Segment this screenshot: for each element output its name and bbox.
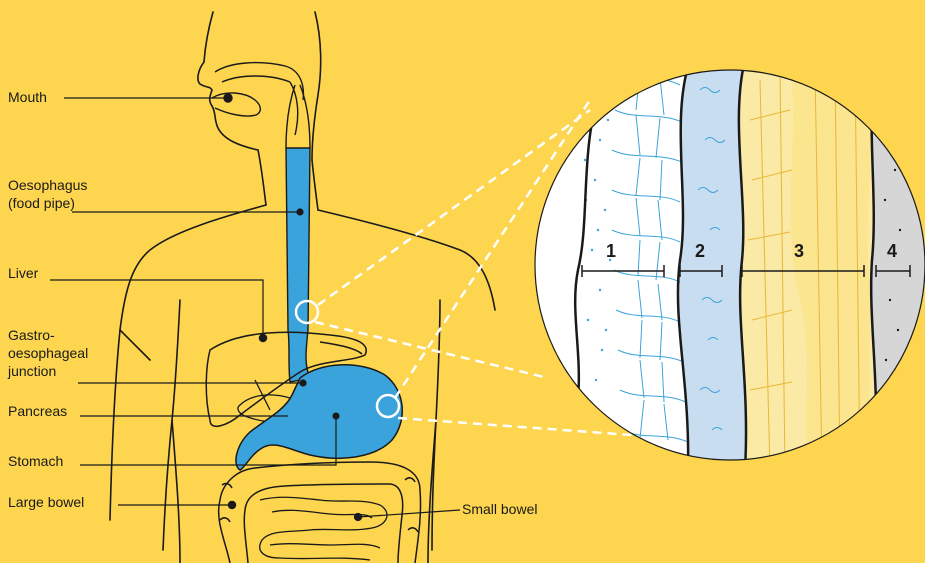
layer-number-1: 1 [606,241,616,262]
label-gastro-oesophageal-junction: Gastro- oesophageal junction [8,326,88,380]
layer-number-3: 3 [794,241,804,262]
layer-number-2: 2 [695,241,705,262]
label-stomach: Stomach [8,452,63,470]
label-large-bowel: Large bowel [8,493,84,511]
label-oesophagus: Oesophagus (food pipe) [8,176,87,212]
small-bowel [260,497,387,560]
stomach [236,365,402,470]
label-small-bowel: Small bowel [462,500,537,518]
label-liver: Liver [8,264,38,282]
tissue-layers-zoom [520,60,925,480]
label-pancreas: Pancreas [8,402,67,420]
oesophagus [286,85,310,382]
layer-number-4: 4 [887,241,897,262]
label-mouth: Mouth [8,88,47,106]
mouth-cavity [212,63,303,135]
